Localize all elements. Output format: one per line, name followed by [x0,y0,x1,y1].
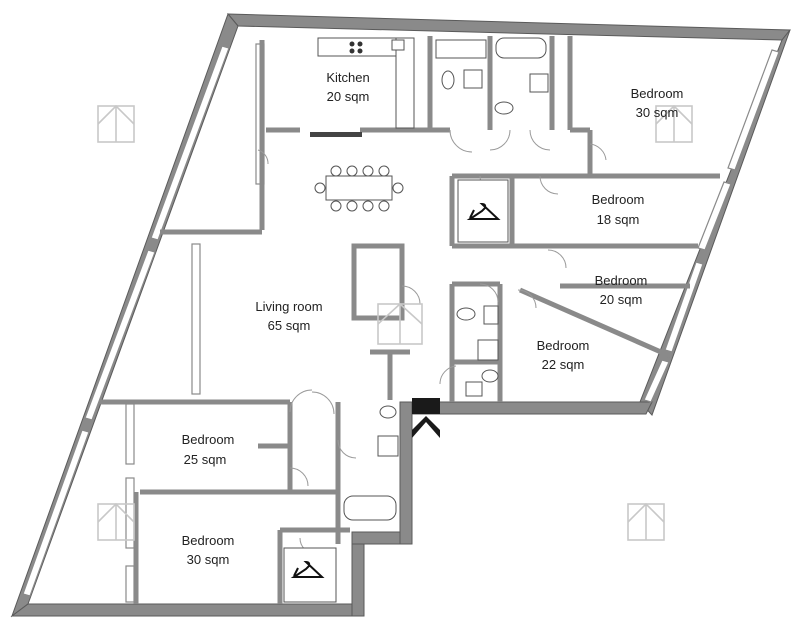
room-label-bedroom-25: Bedroom 25 sqm [182,432,235,467]
doors [257,129,607,555]
toilet-icon [481,369,499,383]
watermark-logo-icon [97,104,135,143]
room-area: 22 sqm [542,357,585,372]
room-name: Bedroom [592,192,645,207]
room-name: Bedroom [537,338,590,353]
room-name: Bedroom [182,432,235,447]
windows [22,43,780,603]
room-area: 65 sqm [268,318,311,333]
entrance-arrow-icon [412,416,440,438]
room-name: Bedroom [595,273,648,288]
kitchen-counter [317,37,415,129]
toilet-icon [379,405,397,419]
sink-icon [529,73,549,93]
bathtub-icon [343,495,397,521]
bathtub-icon [435,39,487,59]
room-area: 20 sqm [327,89,370,104]
watermark-logo-icon [655,104,693,143]
sink-icon [377,435,399,457]
watermark-logo-icon [97,502,135,541]
stove-icon [349,41,355,47]
watermark-logo-icon [377,302,423,345]
room-area: 20 sqm [600,292,643,307]
room-label-bedroom-30-bottom: Bedroom 30 sqm [182,533,235,567]
room-area: 30 sqm [187,552,230,567]
entrance-door [412,398,440,414]
room-label-kitchen: Kitchen 20 sqm [326,70,369,104]
room-label-bedroom-20: Bedroom 20 sqm [595,273,648,307]
room-name: Kitchen [326,70,369,85]
watermark-logo-icon [627,502,665,541]
room-area: 18 sqm [597,212,640,227]
room-name: Living room [255,299,322,314]
interior-walls [100,36,720,604]
sink-icon [391,39,405,51]
bathroom-fixtures [343,37,549,521]
room-label-bedroom-22: Bedroom 22 sqm [537,338,590,372]
bathtub-icon [495,37,547,59]
kitchen-hood [310,132,362,137]
sink-icon [465,381,483,397]
room-name: Bedroom [631,86,684,101]
toilet-icon [441,70,455,90]
room-name: Bedroom [182,533,235,548]
sink-icon [483,305,499,325]
sink-icon [463,69,483,89]
room-label-living-room: Living room 65 sqm [255,299,322,333]
hanger-icon [466,202,501,220]
toilet-icon [456,307,476,321]
room-area: 30 sqm [636,105,679,120]
dining-table-icon [314,165,404,212]
closet [457,179,509,243]
room-area: 25 sqm [184,452,227,467]
closet [283,547,337,603]
toilet-icon [494,101,514,115]
room-label-bedroom-18: Bedroom 18 sqm [592,192,645,227]
room-label-bedroom-30-top: Bedroom 30 sqm [631,86,684,120]
hanger-icon [290,560,325,578]
